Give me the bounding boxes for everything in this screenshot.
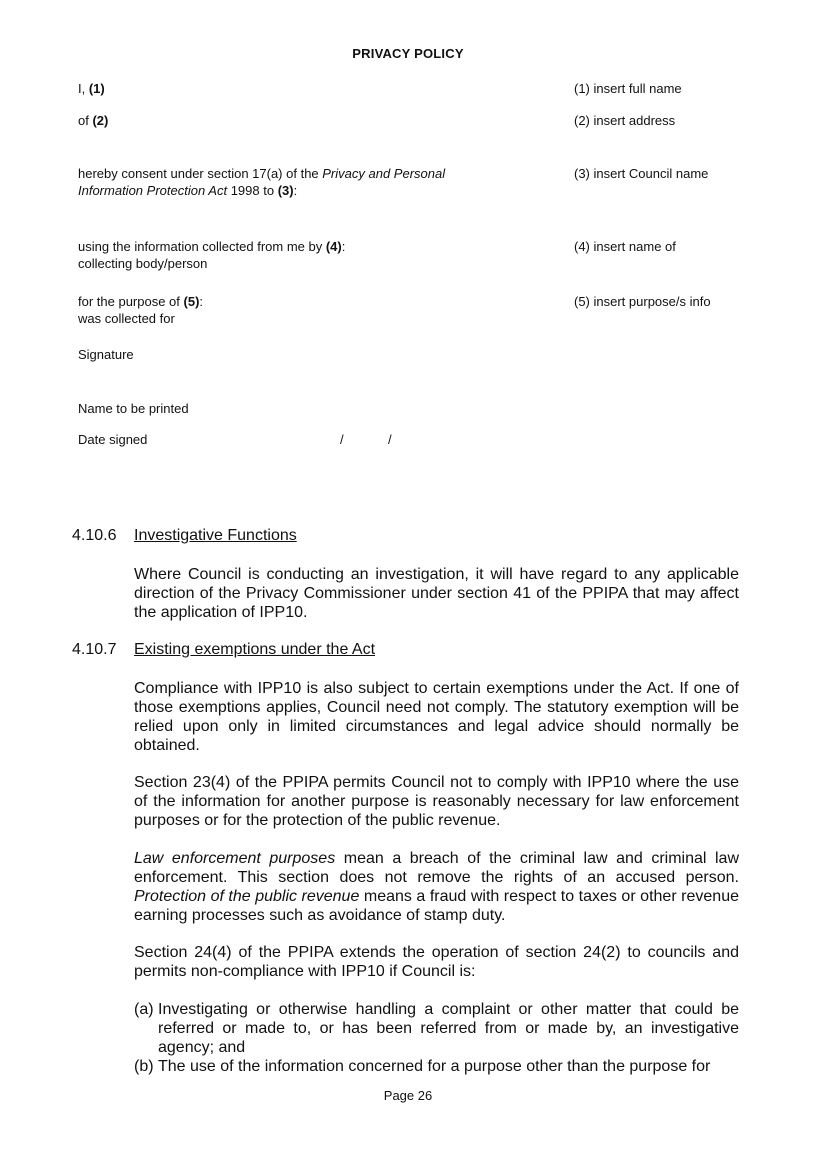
list-item: (b) The use of the information concerned… xyxy=(134,1057,739,1076)
section-paragraph: Compliance with IPP10 is also subject to… xyxy=(134,680,739,754)
term-public-revenue: Protection of the public revenue xyxy=(134,888,360,905)
full-name-ref: (1) xyxy=(88,81,105,96)
section-number: 4.10.6 xyxy=(72,527,117,544)
act-name-part2: Information Protection Act xyxy=(78,183,228,198)
section-title: Existing exemptions under the Act xyxy=(134,641,376,658)
council-ref: (3) xyxy=(277,183,294,198)
purpose-line2: was collected for xyxy=(78,311,175,326)
collector-suffix: : xyxy=(341,239,346,254)
address-prefix: of xyxy=(78,113,93,128)
note-purpose: (5) insert purpose/s info xyxy=(574,294,711,309)
page-number: Page 26 xyxy=(383,1088,433,1103)
consent-text: hereby consent under section 17(a) of th… xyxy=(78,166,323,181)
address-ref: (2) xyxy=(92,113,109,128)
collector-line2: collecting body/person xyxy=(78,256,208,271)
form-row-address: of (2) xyxy=(78,112,108,129)
form-row-purpose: for the purpose of (5): was collected fo… xyxy=(78,293,203,327)
act-name-part1: Privacy and Personal xyxy=(322,166,446,181)
note-collector: (4) insert name of xyxy=(574,239,676,254)
section-paragraph-definitions: Law enforcement purposes mean a breach o… xyxy=(134,849,739,925)
section-paragraph: Section 23(4) of the PPIPA permits Counc… xyxy=(134,774,739,829)
list-item: (a) Investigating or otherwise handling … xyxy=(134,1000,739,1057)
full-name-prefix: I, xyxy=(78,81,89,96)
section-title: Investigative Functions xyxy=(134,527,297,544)
form-row-collector: using the information collected from me … xyxy=(78,238,345,272)
signature-label: Signature xyxy=(78,347,134,362)
exemption-list: (a) Investigating or otherwise handling … xyxy=(134,1000,739,1076)
form-row-full-name: I, (1) xyxy=(78,80,105,97)
purpose-suffix: : xyxy=(199,294,204,309)
date-signed-label: Date signed xyxy=(78,432,148,447)
definition-text: means a fraud with respect to taxes or o… xyxy=(134,888,739,924)
section-paragraph: Where Council is conducting an investiga… xyxy=(134,566,739,621)
note-full-name: (1) insert full name xyxy=(574,81,682,96)
form-row-consent: hereby consent under section 17(a) of th… xyxy=(78,165,558,199)
purpose-text: for the purpose of xyxy=(78,294,184,309)
term-law-enforcement: Law enforcement purposes xyxy=(134,850,336,867)
definition-text: mean a breach of the criminal law and cr… xyxy=(134,850,740,886)
consent-suffix: : xyxy=(293,183,298,198)
list-item-label: (b) xyxy=(134,1058,154,1075)
purpose-ref: (5) xyxy=(183,294,200,309)
section-paragraph: Section 24(4) of the PPIPA extends the o… xyxy=(134,944,739,980)
section-number: 4.10.7 xyxy=(72,641,117,658)
consent-year-text: 1998 to xyxy=(227,183,278,198)
name-printed-label: Name to be printed xyxy=(78,401,189,416)
collector-text: using the information collected from me … xyxy=(78,239,326,254)
note-council-name: (3) insert Council name xyxy=(574,166,709,181)
note-address: (2) insert address xyxy=(574,113,676,128)
list-item-text: The use of the information concerned for… xyxy=(158,1058,711,1075)
date-separator-2: / xyxy=(388,432,392,447)
list-item-text: Investigating or otherwise handling a co… xyxy=(158,1001,739,1056)
list-item-label: (a) xyxy=(134,1001,154,1018)
page-header-title: PRIVACY POLICY xyxy=(352,46,464,61)
date-separator-1: / xyxy=(340,432,344,447)
collector-ref: (4) xyxy=(325,239,342,254)
